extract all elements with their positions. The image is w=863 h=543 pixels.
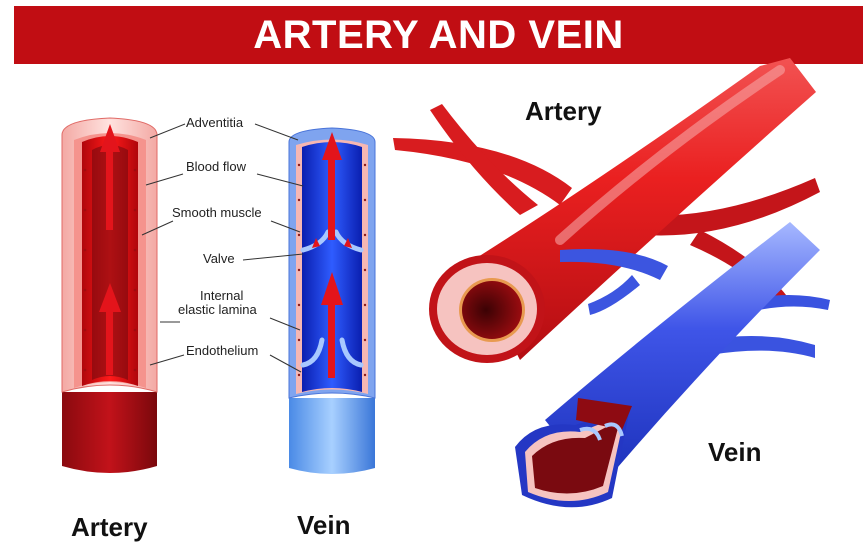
vein-outer-wall	[289, 398, 375, 474]
label-valve: Valve	[203, 252, 235, 266]
label-internal-elastic-lamina-2: elastic lamina	[178, 303, 257, 317]
label-smooth-muscle: Smooth muscle	[172, 206, 262, 220]
caption-vein-left: Vein	[297, 510, 350, 541]
label-adventitia: Adventitia	[186, 116, 243, 130]
caption-artery-left: Artery	[71, 512, 148, 543]
artery-outer-wall	[62, 392, 157, 473]
caption-artery-right: Artery	[525, 96, 602, 127]
caption-vein-right: Vein	[708, 437, 761, 468]
label-blood-flow: Blood flow	[186, 160, 246, 174]
label-endothelium: Endothelium	[186, 344, 258, 358]
vein-section	[289, 128, 375, 474]
artery-3d	[393, 58, 820, 363]
artery-section	[62, 118, 157, 473]
label-internal-elastic-lamina-1: Internal	[200, 289, 243, 303]
